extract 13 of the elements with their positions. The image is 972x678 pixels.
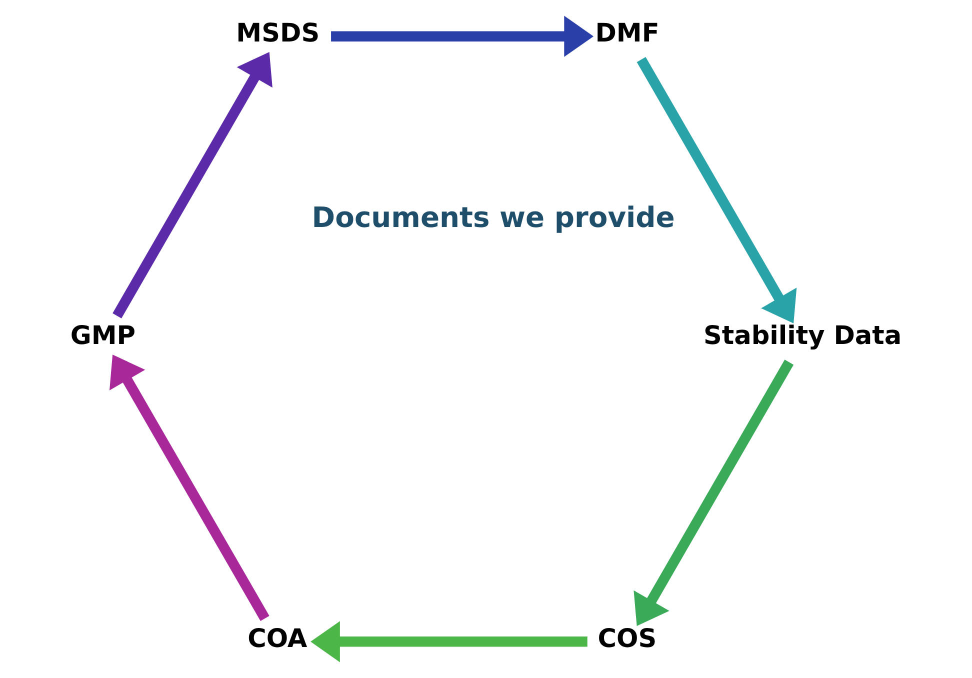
node-text: Stability Data xyxy=(703,321,902,352)
label: Documents we provide xyxy=(312,201,675,234)
node-text: COA xyxy=(248,624,308,654)
arrow xyxy=(636,57,797,324)
arrow xyxy=(109,354,270,621)
node-text: MSDS xyxy=(236,18,320,48)
arrow xyxy=(331,16,594,57)
node-text: GMP xyxy=(70,321,136,352)
arrow xyxy=(634,360,794,626)
node-text: DMF xyxy=(595,18,660,48)
arrow xyxy=(112,52,272,318)
node-text: COS xyxy=(598,624,657,654)
arrow xyxy=(310,621,588,662)
